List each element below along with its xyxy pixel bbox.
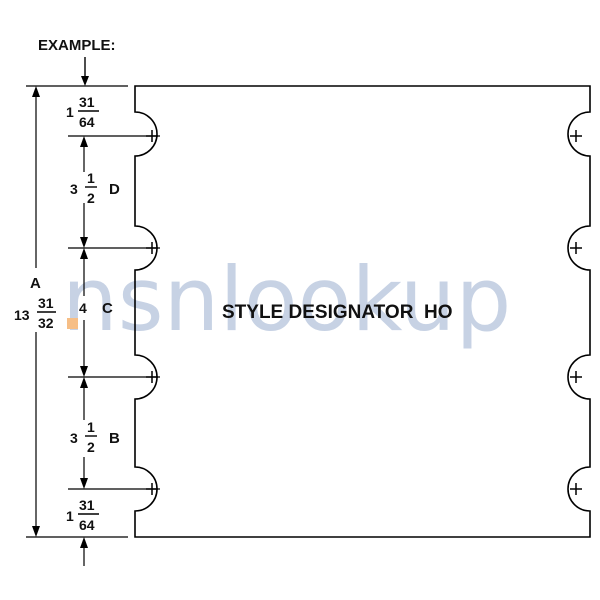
hole-right-2 [570,242,582,254]
dimension-a-whole: 13 [14,307,30,323]
bottom-margin-denominator: 64 [79,517,95,533]
span-b-letter: B [109,430,120,447]
style-designator-label: STYLE DESIGNATOR HO [222,302,453,323]
span-c-value: 4 [79,300,87,316]
top-margin-numerator: 31 [79,94,95,110]
dimension-a-letter: A [30,275,41,292]
example-arrow [81,57,89,86]
dimension-a-numerator: 31 [38,295,54,311]
span-b-numerator: 1 [87,419,95,435]
watermark: nsnlookup [62,248,511,351]
dimension-line-inner [80,136,88,566]
dimension-a-denominator: 32 [38,315,54,331]
bottom-margin-whole: 1 [66,508,74,524]
span-d-numerator: 1 [87,170,95,186]
hole-right-4 [570,483,582,495]
span-d-letter: D [109,181,120,198]
span-b-whole: 3 [70,430,78,446]
span-d-whole: 3 [70,181,78,197]
hole-right-1 [570,130,582,142]
bottom-margin-numerator: 31 [79,497,95,513]
span-b-denominator: 2 [87,439,95,455]
top-margin-whole: 1 [66,104,74,120]
dimension-line-a [32,86,40,537]
hole-markers [146,130,582,495]
watermark-text: nsnlookup [62,248,511,351]
sheet-outline [134,85,591,538]
top-margin-denominator: 64 [79,114,95,130]
span-d-denominator: 2 [87,190,95,206]
watermark-dot [67,318,78,329]
example-label: EXAMPLE: [38,37,116,54]
span-c-letter: C [102,300,113,317]
extension-lines [26,85,160,538]
hole-right-3 [570,371,582,383]
